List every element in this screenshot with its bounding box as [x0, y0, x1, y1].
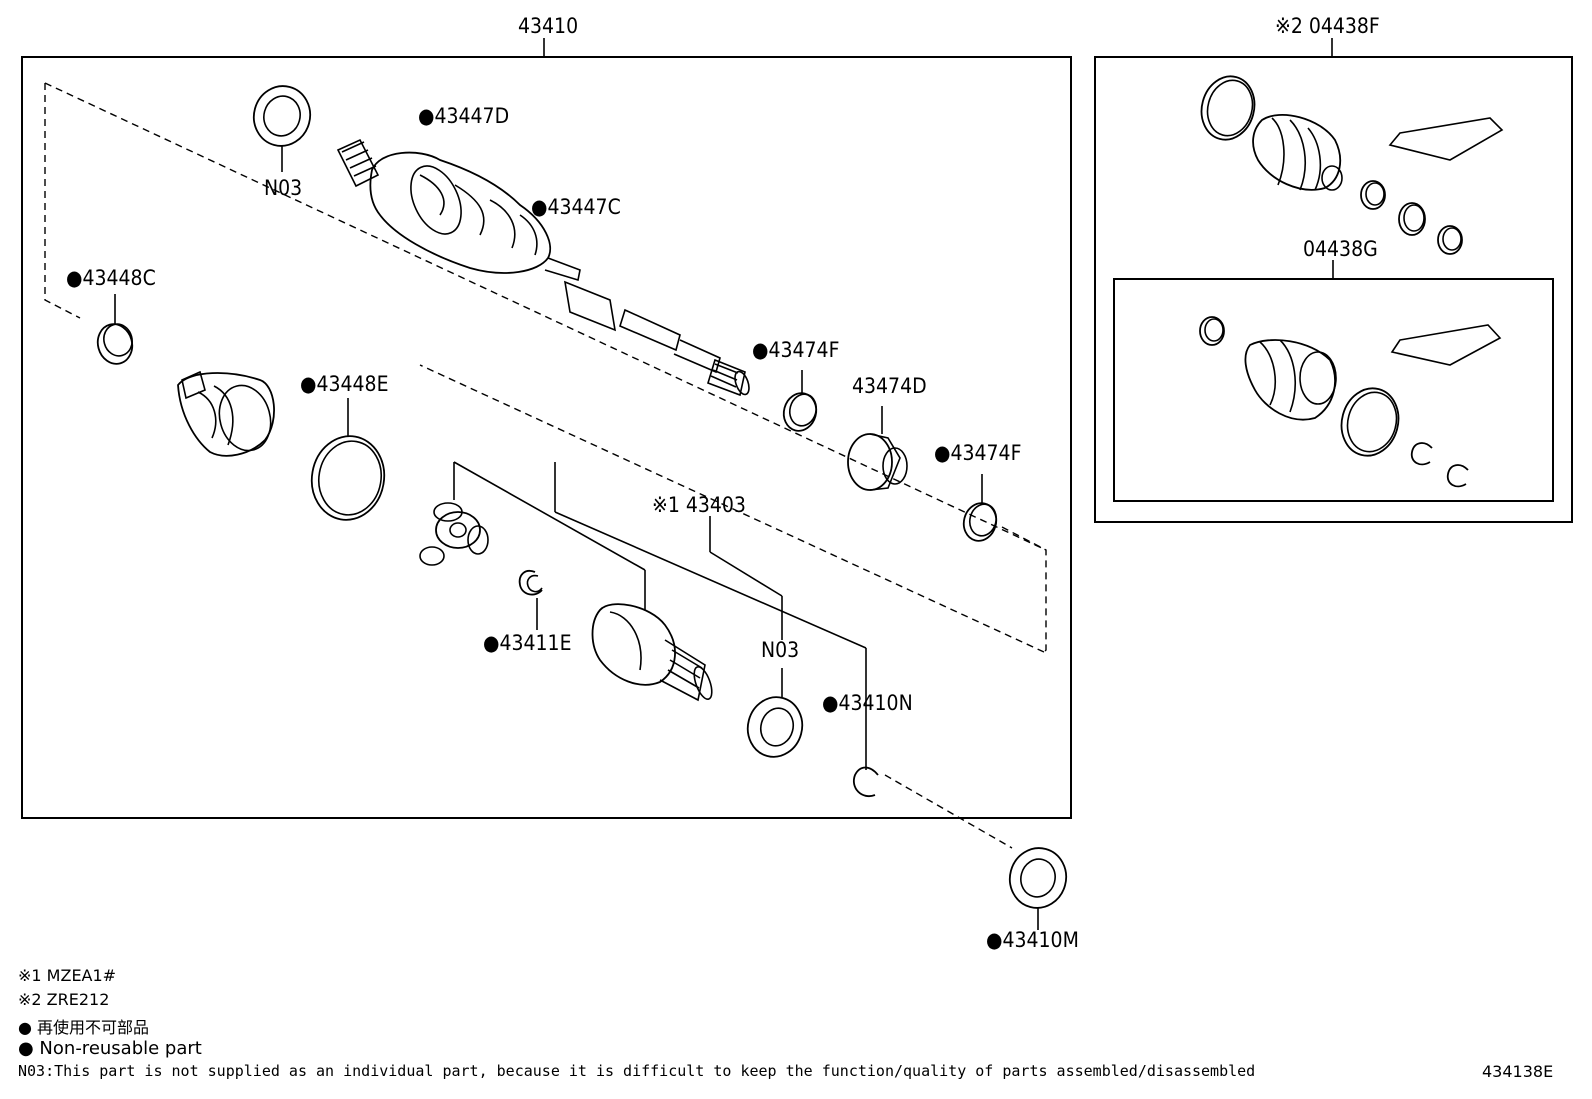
- label-43410N: ●43410N: [822, 691, 913, 715]
- kit-04438F-parts: [1200, 75, 1504, 255]
- label-43411E: ●43411E: [483, 631, 572, 655]
- legend-note-1: ※1 MZEA1#: [18, 966, 117, 985]
- legend-note-2: ※2 ZRE212: [18, 990, 110, 1009]
- snap-ring-43411E: [518, 570, 543, 630]
- bearing-43410M: [1008, 847, 1068, 930]
- tripod-joint: [419, 502, 489, 566]
- seal-n03-top: [252, 85, 312, 172]
- snap-ring-43410N: [852, 766, 879, 798]
- boot-left: [177, 370, 275, 457]
- assembly-dashed-boundary: [44, 82, 1047, 849]
- label-43448C: ●43448C: [66, 266, 156, 290]
- inner-joint-housing: [591, 603, 713, 702]
- label-43410: 43410: [518, 14, 578, 38]
- label-43447C: ●43447C: [531, 195, 621, 219]
- kit-04438G-parts: [1199, 316, 1502, 488]
- label-n03-bottom: N03: [761, 638, 799, 662]
- label-04438F: ※2 04438F: [1275, 14, 1380, 38]
- label-n03-top: N03: [264, 176, 302, 200]
- label-43474D: 43474D: [852, 374, 927, 398]
- leader-43403: [453, 461, 867, 770]
- clamp-43448E: [310, 398, 386, 521]
- label-43448E: ●43448E: [300, 372, 389, 396]
- clamp-43448C: [96, 294, 134, 365]
- label-04438G: 04438G: [1303, 237, 1378, 261]
- seal-n03-bottom: [746, 668, 804, 758]
- ring-43474F-lower: [962, 474, 998, 542]
- label-43474F-upper: ●43474F: [752, 338, 839, 362]
- kit-04438F-frame: [1094, 56, 1573, 523]
- main-assembly-frame: [21, 56, 1072, 819]
- legend-non-reusable-en: ● Non-reusable part: [18, 1038, 202, 1059]
- legend-non-reusable-jp: ● 再使用不可部品: [18, 1018, 150, 1037]
- n03-note: N03:This part is not supplied as an indi…: [18, 1062, 1256, 1080]
- damper-43474D: [847, 406, 908, 491]
- drive-shaft-outer-joint: [336, 138, 750, 397]
- label-43410M: ●43410M: [986, 928, 1079, 952]
- ring-43474F-upper: [782, 370, 818, 432]
- figure-id: 434138E: [1482, 1062, 1554, 1081]
- label-43474F-lower: ●43474F: [934, 441, 1021, 465]
- label-43447D: ●43447D: [418, 104, 509, 128]
- label-43403: ※1 43403: [652, 493, 746, 517]
